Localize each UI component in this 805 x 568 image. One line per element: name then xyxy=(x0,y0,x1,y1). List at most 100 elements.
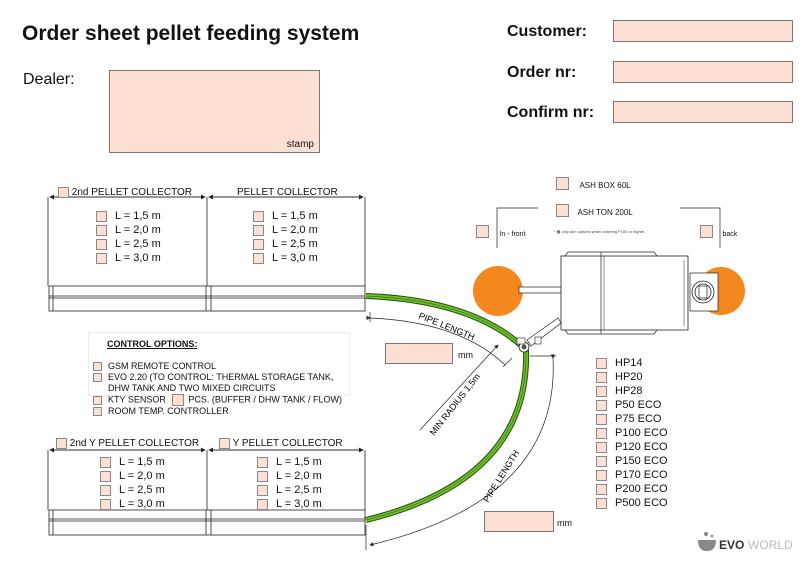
collector-2nd-lengths: L = 1,5 m L = 2,0 m L = 2,5 m L = 3,0 m xyxy=(96,209,161,265)
back-checkbox[interactable] xyxy=(700,225,713,239)
option-label: L = 3,0 m xyxy=(115,252,161,264)
length-checkbox[interactable] xyxy=(253,238,264,250)
option-label: HP14 xyxy=(615,357,643,369)
room-temp-label: ROOM TEMP. CONTROLLER xyxy=(108,406,229,416)
boiler-model-list: HP14 HP20 HP28 P50 ECO P75 ECO P100 ECO … xyxy=(596,356,668,510)
model-checkbox[interactable] xyxy=(596,413,607,425)
bottom-collector-frame xyxy=(47,447,366,536)
option-label: HP20 xyxy=(615,371,643,383)
option-row: L = 2,0 m xyxy=(96,223,161,237)
ash-ton-checkbox[interactable] xyxy=(556,204,569,218)
option-label: L = 1,5 m xyxy=(115,210,161,222)
option-row: P150 ECO xyxy=(596,454,668,468)
in-front-checkbox[interactable] xyxy=(476,225,489,239)
model-checkbox[interactable] xyxy=(596,469,607,481)
option-label: L = 3,0 m xyxy=(272,252,318,264)
ash-ton-option: ASH TON 200L xyxy=(556,202,633,220)
length-checkbox[interactable] xyxy=(257,456,268,468)
bottom-pipe-length-field[interactable] xyxy=(484,511,554,532)
model-checkbox[interactable] xyxy=(596,371,607,383)
collector-title-2nd: 2nd PELLET COLLECTOR xyxy=(58,187,192,198)
model-checkbox[interactable] xyxy=(596,385,607,397)
kty-pcs-label: PCS. (BUFFER / DHW TANK / FLOW) xyxy=(188,394,343,405)
length-checkbox[interactable] xyxy=(96,224,107,236)
order-nr-field[interactable] xyxy=(613,61,793,83)
model-checkbox[interactable] xyxy=(596,357,607,369)
min-radius-text: MIN RADIUS 1,5m xyxy=(428,372,482,438)
top-collector-frame xyxy=(47,194,366,312)
kty-checkbox[interactable] xyxy=(93,395,102,405)
gsm-checkbox[interactable] xyxy=(93,362,102,372)
length-checkbox[interactable] xyxy=(96,252,107,264)
logo-bowl-icon xyxy=(698,540,716,551)
page-title: Order sheet pellet feeding system xyxy=(22,22,360,45)
room-temp-checkbox[interactable] xyxy=(93,407,102,417)
ash-note: * ▩ only ash options when ordering P100 … xyxy=(554,229,645,234)
option-row: L = 2,5 m xyxy=(253,237,318,251)
model-checkbox[interactable] xyxy=(596,483,607,495)
model-checkbox[interactable] xyxy=(596,427,607,439)
ash-box-option: ASH BOX 60L xyxy=(556,175,631,193)
option-row: P200 ECO xyxy=(596,482,668,496)
evo-checkbox[interactable] xyxy=(93,373,102,383)
length-checkbox[interactable] xyxy=(100,470,111,482)
length-checkbox[interactable] xyxy=(257,498,268,510)
option-row: HP14 xyxy=(596,356,668,370)
stamp-label: stamp xyxy=(286,139,314,150)
collector-main-lengths: L = 1,5 m L = 2,0 m L = 2,5 m L = 3,0 m xyxy=(253,209,318,265)
dealer-stamp-field[interactable]: stamp xyxy=(109,70,320,153)
collector-2nd-checkbox[interactable] xyxy=(58,187,69,198)
top-mm-label: mm xyxy=(458,350,473,360)
option-row: L = 2,0 m xyxy=(253,223,318,237)
collector-y-checkbox[interactable] xyxy=(219,438,230,449)
length-checkbox[interactable] xyxy=(100,484,111,496)
option-label: L = 2,0 m xyxy=(115,224,161,236)
logo-world: WORLD xyxy=(748,538,793,552)
length-checkbox[interactable] xyxy=(253,252,264,264)
option-label: L = 1,5 m xyxy=(119,456,165,468)
option-row: L = 1,5 m xyxy=(100,455,165,469)
length-checkbox[interactable] xyxy=(253,224,264,236)
length-checkbox[interactable] xyxy=(100,498,111,510)
option-row: L = 2,5 m xyxy=(100,483,165,497)
option-row: L = 1,5 m xyxy=(96,209,161,223)
ash-box-checkbox[interactable] xyxy=(556,177,569,191)
model-checkbox[interactable] xyxy=(596,441,607,453)
logo-evo: EVO xyxy=(719,538,744,552)
length-checkbox[interactable] xyxy=(257,470,268,482)
option-label: L = 3,0 m xyxy=(119,498,165,510)
collector-title-main: PELLET COLLECTOR xyxy=(237,187,338,198)
option-label: P500 ECO xyxy=(615,497,668,509)
option-row: L = 2,5 m xyxy=(257,483,322,497)
option-label: P150 ECO xyxy=(615,455,668,467)
option-label: P75 ECO xyxy=(615,413,662,425)
option-label: L = 3,0 m xyxy=(276,498,322,510)
kty-pcs-field[interactable] xyxy=(172,394,185,406)
option-label: P50 ECO xyxy=(615,399,662,411)
model-checkbox[interactable] xyxy=(596,497,607,509)
confirm-nr-label: Confirm nr: xyxy=(507,104,595,121)
bottom-mm-label: mm xyxy=(557,518,572,528)
model-checkbox[interactable] xyxy=(596,399,607,411)
customer-field[interactable] xyxy=(613,20,793,42)
confirm-nr-field[interactable] xyxy=(613,101,793,123)
option-label: L = 1,5 m xyxy=(276,456,322,468)
option-row: P170 ECO xyxy=(596,468,668,482)
evo-label: EVO 2.20 (TO CONTROL: THERMAL STORAGE TA… xyxy=(108,372,334,382)
in-front-option: In - front xyxy=(476,223,526,241)
gsm-label: GSM REMOTE CONTROL xyxy=(108,361,217,371)
tank-left xyxy=(473,266,523,316)
option-row: L = 3,0 m xyxy=(100,497,165,511)
option-row: L = 3,0 m xyxy=(96,251,161,265)
length-checkbox[interactable] xyxy=(100,456,111,468)
boiler-drawing xyxy=(473,251,745,353)
length-checkbox[interactable] xyxy=(96,210,107,222)
option-row: L = 1,5 m xyxy=(257,455,322,469)
option-row: P50 ECO xyxy=(596,398,668,412)
length-checkbox[interactable] xyxy=(253,210,264,222)
top-pipe-length-field[interactable] xyxy=(385,343,453,364)
length-checkbox[interactable] xyxy=(96,238,107,250)
model-checkbox[interactable] xyxy=(596,455,607,467)
length-checkbox[interactable] xyxy=(257,484,268,496)
collector-2nd-y-checkbox[interactable] xyxy=(56,438,67,449)
